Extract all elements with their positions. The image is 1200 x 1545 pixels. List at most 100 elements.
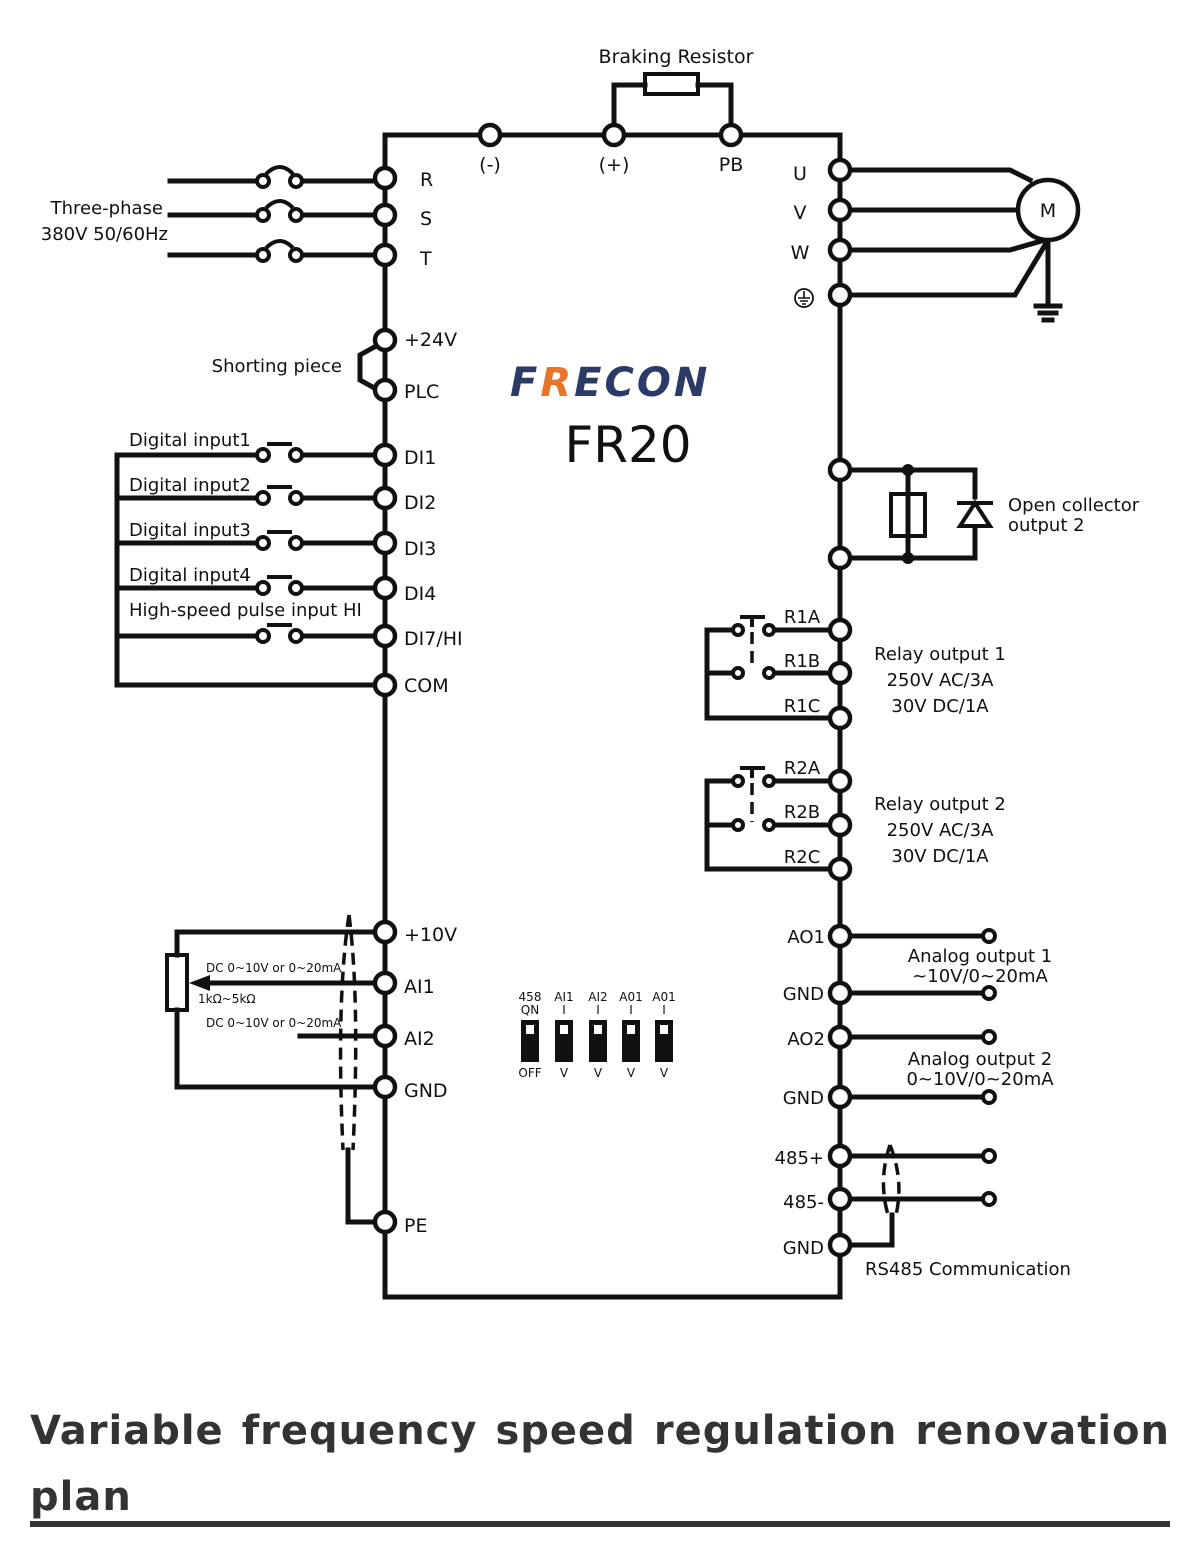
- svg-text:I: I: [596, 1003, 600, 1017]
- braking-resistor-label: Braking Resistor: [599, 46, 754, 68]
- svg-text:I: I: [562, 1003, 566, 1017]
- dip-switch[interactable]: A01 I V: [652, 990, 675, 1080]
- terminal-label-r2c: R2C: [784, 847, 821, 868]
- terminal-label-t: T: [419, 248, 432, 270]
- dip-switch[interactable]: AI2 I V: [588, 990, 607, 1080]
- power-input-section: R S T Three-phase 380V 50/60Hz: [41, 165, 433, 270]
- terminal-di2: [372, 485, 398, 511]
- rs485-section: 485+ 485- GND RS485 Communication: [775, 1143, 1071, 1280]
- analog-output-1-title: Analog output 1: [908, 946, 1052, 967]
- digital-input-4-label: Digital input4: [129, 565, 251, 586]
- ai1-signal-note: DC 0~10V or 0~20mA: [206, 961, 342, 975]
- terminal-r1b: [827, 660, 853, 686]
- relay-output-2-ac-rating: 250V AC/3A: [887, 820, 994, 841]
- terminal-r1c: [827, 705, 853, 731]
- terminal-label-r1a: R1A: [784, 607, 821, 628]
- high-speed-pulse-label: High-speed pulse input HI: [129, 600, 362, 621]
- terminal-label-dc-plus: (+): [599, 154, 630, 176]
- title-underline: [30, 1521, 1170, 1527]
- terminal-485-minus: [827, 1186, 853, 1212]
- digital-inputs-section: Digital input1 Digital input2 Digital in…: [114, 430, 463, 698]
- terminal-label-pe: PE: [404, 1215, 427, 1237]
- terminal-label-gnd-ao2: GND: [783, 1088, 824, 1109]
- motor-label: M: [1040, 200, 1056, 222]
- shorting-piece-section: +24V PLC Shorting piece: [212, 327, 457, 403]
- motor-section: M U V W: [791, 157, 1081, 323]
- terminal-oc-bottom: [827, 545, 853, 571]
- svg-text:I: I: [662, 1003, 666, 1017]
- open-collector-label-2: output 2: [1008, 515, 1085, 536]
- terminal-ai2: [372, 1023, 398, 1049]
- terminal-label-485-minus: 485-: [783, 1192, 824, 1213]
- analog-inputs-section: +10V AI1 AI2 GND PE DC 0~10V or 0~20mA 1…: [165, 914, 457, 1237]
- terminal-label-24v: +24V: [404, 329, 457, 351]
- svg-text:AI1: AI1: [554, 990, 573, 1004]
- shorting-piece-label: Shorting piece: [212, 356, 342, 377]
- svg-text:QN: QN: [521, 1003, 539, 1017]
- terminal-v: [827, 197, 853, 223]
- switch-di7: [255, 623, 304, 644]
- terminal-label-r1b: R1B: [784, 651, 820, 672]
- relay-output-2-dc-rating: 30V DC/1A: [891, 846, 989, 867]
- svg-text:A01: A01: [619, 990, 642, 1004]
- terminal-label-r2a: R2A: [784, 758, 821, 779]
- svg-text:V: V: [594, 1066, 603, 1080]
- svg-text:A01: A01: [652, 990, 675, 1004]
- dip-switch[interactable]: A01 I V: [619, 990, 642, 1080]
- terminal-r1a: [827, 617, 853, 643]
- rs485-label: RS485 Communication: [865, 1259, 1071, 1280]
- terminal-label-ao2: AO2: [787, 1029, 825, 1050]
- terminal-label-ao1: AO1: [787, 927, 825, 948]
- terminal-label-di1: DI1: [404, 447, 436, 469]
- terminal-label-dc-minus: (-): [479, 154, 501, 176]
- terminal-w: [827, 237, 853, 263]
- terminal-label-di2: DI2: [404, 492, 436, 514]
- motor-symbol: [1015, 177, 1081, 243]
- open-collector-label-1: Open collector: [1008, 495, 1140, 516]
- terminal-di4: [372, 575, 398, 601]
- analog-output-2-range: 0~10V/0~20mA: [906, 1069, 1054, 1090]
- dip-switch[interactable]: 458 QN OFF: [518, 990, 541, 1080]
- terminal-gnd-ai: [372, 1074, 398, 1100]
- dip-switch[interactable]: AI1 I V: [554, 990, 573, 1080]
- relay-output-1-dc-rating: 30V DC/1A: [891, 696, 989, 717]
- wiper-arrow-icon: [189, 975, 210, 991]
- terminal-di3: [372, 530, 398, 556]
- terminal-label-di7-hi: DI7/HI: [404, 628, 463, 650]
- terminal-label-w: W: [791, 242, 810, 264]
- terminal-pe: [372, 1209, 398, 1235]
- analog-output-1-range: ~10V/0~20mA: [912, 966, 1048, 987]
- terminal-r2a: [827, 768, 853, 794]
- terminal-gnd-ao1: [827, 980, 853, 1006]
- page-title: Variable frequency speed regulation reno…: [30, 1408, 1170, 1520]
- relay-output-1-title: Relay output 1: [874, 644, 1006, 665]
- svg-text:I: I: [629, 1003, 633, 1017]
- terminal-com: [372, 672, 398, 698]
- terminal-dc-minus: [477, 122, 503, 148]
- switch-di4: [255, 575, 304, 596]
- terminal-label-com: COM: [404, 675, 449, 697]
- terminal-label-485-plus: 485+: [775, 1148, 824, 1169]
- drive-enclosure: [382, 132, 843, 1300]
- terminal-t: [372, 242, 398, 268]
- terminal-label-r: R: [420, 169, 433, 191]
- terminal-485-plus: [827, 1143, 853, 1169]
- svg-text:458: 458: [519, 990, 542, 1004]
- terminal-label-10v: +10V: [404, 924, 457, 946]
- terminal-plc: [372, 377, 398, 403]
- svg-text:V: V: [660, 1066, 669, 1080]
- terminal-label-s: S: [420, 208, 432, 230]
- terminal-label-plc: PLC: [404, 381, 439, 403]
- svg-text:V: V: [560, 1066, 569, 1080]
- ai2-signal-note: DC 0~10V or 0~20mA: [206, 1016, 342, 1030]
- power-input-label-1: Three-phase: [50, 198, 163, 219]
- terminal-u: [827, 157, 853, 183]
- terminal-dc-plus: [601, 122, 627, 148]
- svg-text:AI2: AI2: [588, 990, 607, 1004]
- relay-output-1-section: R1A R1B R1C Relay output 1 250V AC/3A 30…: [704, 607, 1006, 731]
- breaker-r: [255, 165, 304, 189]
- brand-block: FRECON FR20: [510, 360, 707, 474]
- terminal-label-di3: DI3: [404, 538, 436, 560]
- terminal-ground: [827, 282, 853, 308]
- breaker-s: [255, 199, 304, 223]
